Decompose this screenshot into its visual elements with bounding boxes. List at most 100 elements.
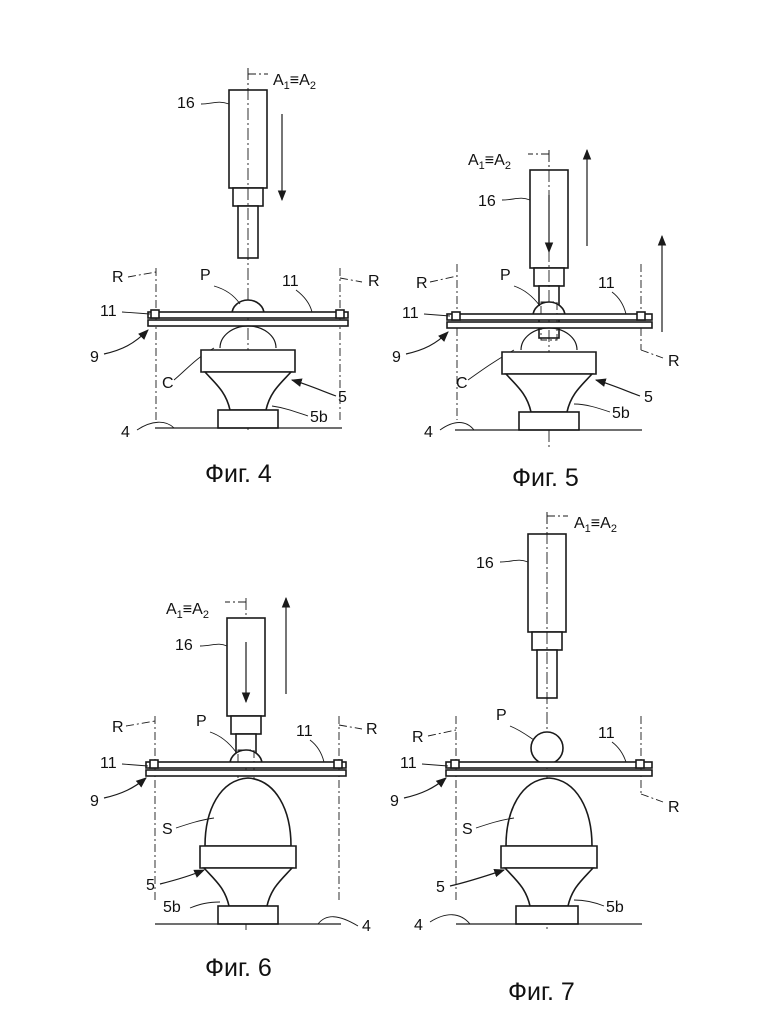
figure-4: A1≡A2 16 R R P 11 11 9	[90, 68, 380, 488]
conveyor-label: 4	[414, 917, 423, 934]
plate-label-left: 11	[402, 305, 419, 322]
conveyor-label: 4	[362, 918, 371, 935]
figure-caption: Фиг. 5	[512, 464, 579, 492]
holder-5-top	[200, 846, 296, 868]
body-label: S	[462, 821, 473, 838]
fastener-right	[336, 310, 344, 318]
plate-top	[446, 762, 652, 768]
plate-label-right: 11	[282, 273, 299, 290]
r-leader-right	[641, 794, 663, 802]
plate-leader-left	[422, 764, 448, 766]
actuator-16	[229, 68, 267, 260]
axis-label: A1≡A2	[468, 152, 511, 172]
r-label-right: R	[368, 273, 380, 290]
plate-bottom	[447, 322, 652, 328]
base-label: 5b	[612, 405, 630, 422]
r-label-left: R	[416, 275, 428, 292]
r-leader-right	[340, 278, 362, 282]
plate-top	[447, 314, 652, 320]
pin-leader	[210, 732, 236, 752]
r-leader-left	[430, 276, 457, 282]
r-leader-right	[339, 725, 362, 729]
actuator-leader	[502, 198, 530, 200]
plate-leader-right	[612, 742, 626, 762]
holder-5-neck	[506, 374, 592, 412]
cup-label: C	[456, 375, 468, 392]
carrier-label: 9	[90, 349, 99, 366]
carrier-arrow	[404, 778, 446, 798]
holder-arrow	[450, 870, 504, 886]
carrier-arrow	[406, 332, 448, 354]
plate-top	[148, 312, 348, 318]
fastener-left	[151, 310, 159, 318]
conveyor-leader	[318, 917, 358, 926]
plate-bottom	[146, 770, 346, 776]
holder-label: 5	[338, 389, 347, 406]
base-5b	[218, 906, 278, 924]
fastener-right	[637, 312, 645, 320]
pin-label: P	[200, 267, 211, 284]
r-leader-right	[641, 350, 663, 358]
figure-caption: Фиг. 4	[205, 460, 272, 488]
fastener-left	[451, 760, 459, 768]
r-label-left: R	[112, 269, 124, 286]
plate-top	[146, 762, 346, 768]
carrier-label: 9	[90, 793, 99, 810]
axis-label: A1≡A2	[273, 72, 316, 92]
actuator-label: 16	[478, 193, 496, 210]
r-leader-left	[126, 721, 155, 726]
base-5b	[516, 906, 578, 924]
pin-label: P	[500, 267, 511, 284]
holder-arrow	[596, 380, 640, 396]
fastener-left	[452, 312, 460, 320]
body-s	[205, 778, 291, 846]
fastener-left	[150, 760, 158, 768]
base-leader	[574, 404, 610, 412]
base-5b	[218, 410, 278, 428]
conveyor-leader	[137, 422, 174, 430]
actuator-leader	[201, 102, 229, 104]
plate-leader-right	[310, 740, 324, 762]
carrier-label: 9	[392, 349, 401, 366]
plate-bottom	[446, 770, 652, 776]
figure-7: A1≡A2 16 R R P 11 11 9 S	[390, 512, 680, 1006]
actuator-label: 16	[177, 95, 195, 112]
carrier-arrow	[104, 330, 148, 354]
r-leader-left	[428, 730, 456, 736]
r-label-left: R	[412, 729, 424, 746]
fastener-right	[334, 760, 342, 768]
figure-caption: Фиг. 7	[508, 978, 575, 1006]
holder-arrow	[292, 380, 336, 396]
base-label: 5b	[310, 409, 328, 426]
plate-bottom	[148, 320, 348, 326]
figure-5: A1≡A2 16 R R P 11 11 9	[392, 150, 680, 492]
base-5b	[519, 412, 579, 430]
plate-leader-left	[122, 312, 150, 314]
pin-leader	[214, 286, 240, 304]
pin-label: P	[196, 713, 207, 730]
holder-5-top	[201, 350, 295, 372]
holder-5-neck	[205, 372, 291, 410]
r-label-left: R	[112, 719, 124, 736]
figure-6: A1≡A2 16 R R P 11 11 9 S	[90, 598, 378, 982]
plate-label-right: 11	[598, 275, 615, 292]
plate-leader-left	[424, 314, 450, 316]
actuator-label: 16	[175, 637, 193, 654]
pin-leader	[510, 726, 534, 740]
plate-leader-right	[612, 292, 626, 314]
body-s	[506, 778, 592, 846]
cup-label: C	[162, 375, 174, 392]
conveyor-leader	[430, 915, 470, 924]
actuator-label: 16	[476, 555, 494, 572]
body-label: S	[162, 821, 173, 838]
plate-leader-left	[122, 764, 148, 766]
holder-label: 5	[146, 877, 155, 894]
conveyor-leader	[440, 423, 474, 431]
holder-label: 5	[436, 879, 445, 896]
r-leader-left	[128, 272, 156, 277]
actuator-leader	[500, 560, 528, 562]
carrier-arrow	[104, 778, 146, 798]
base-leader	[190, 902, 220, 908]
